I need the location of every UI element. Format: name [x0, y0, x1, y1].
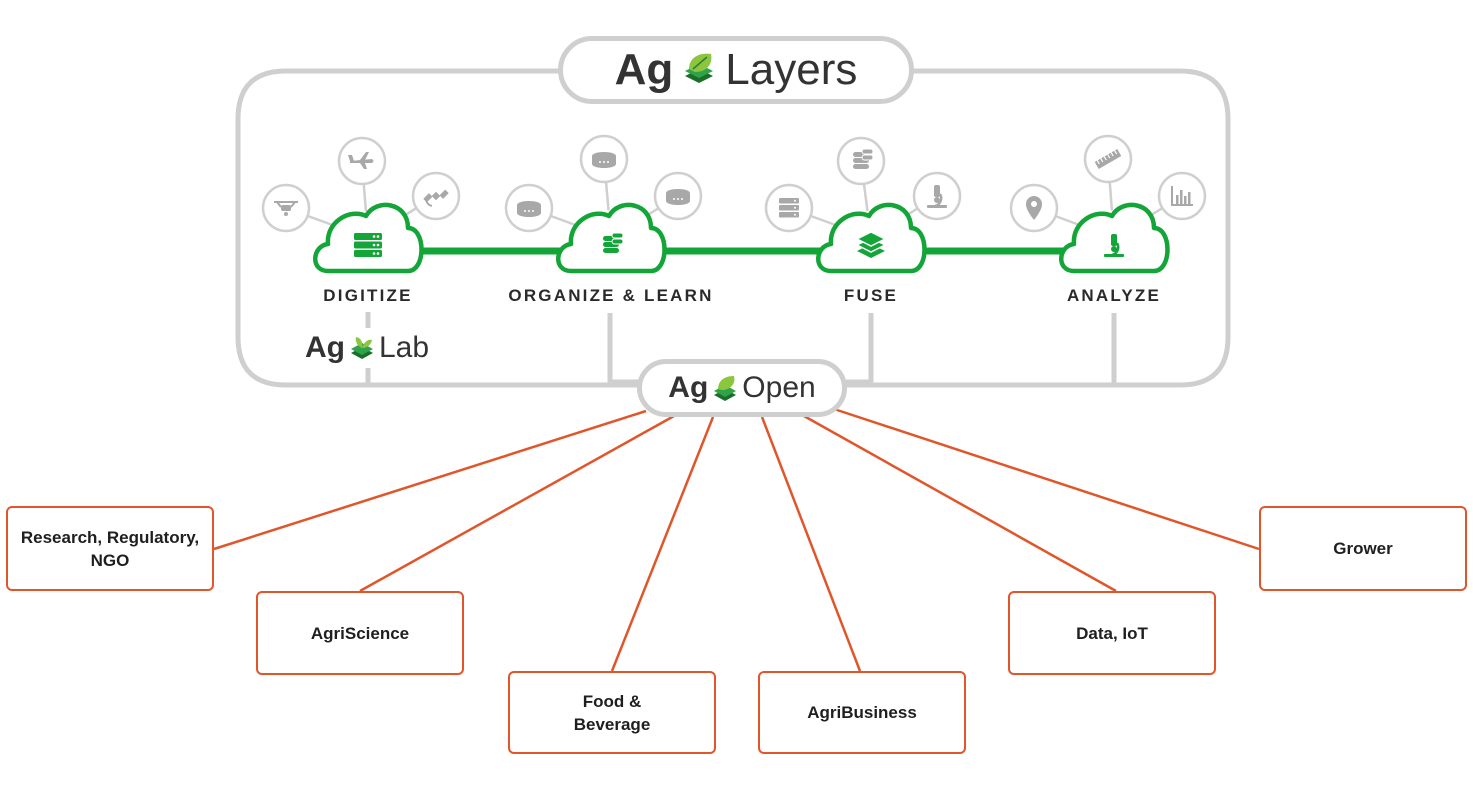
layers-icon — [855, 231, 887, 258]
airplane-icon — [337, 136, 387, 186]
microscope-icon — [1104, 234, 1124, 257]
audience-box-agriscience: AgriScience — [256, 591, 464, 675]
ag-open-name-text: Open — [742, 371, 816, 404]
fuse-stem — [846, 313, 874, 385]
ag-lab-name-text: Lab — [379, 331, 430, 364]
connector-food — [610, 416, 715, 672]
audience-box-food-beverage: Food & Beverage — [508, 671, 716, 754]
drone-icon — [261, 183, 311, 233]
satellite-icons — [261, 134, 1207, 233]
ag-lab-sprout-icon — [351, 337, 373, 359]
audience-label-data-iot: Data, IoT — [1076, 623, 1148, 643]
stage-cloud-1 — [313, 202, 424, 274]
stage-cloud-2 — [556, 202, 667, 274]
stage-label-analyze: ANALYZE — [1066, 286, 1162, 305]
ag-open-ag-text: Ag — [668, 371, 709, 404]
stage-cloud-3 — [816, 202, 927, 274]
server-rack-icon — [764, 183, 814, 233]
audience-label-agribusiness: AgriBusiness — [807, 703, 917, 722]
audience-box-agribusiness: AgriBusiness — [758, 671, 966, 754]
audience-box-research: Research, Regulatory, NGO — [6, 506, 214, 591]
audience-label-grower: Grower — [1333, 539, 1393, 558]
stage-clouds — [313, 202, 1170, 274]
audience-box-data-iot: Data, IoT — [1008, 591, 1216, 675]
microscope-icon — [912, 171, 962, 221]
stage-cloud-4 — [1059, 202, 1170, 274]
ruler-icon — [1083, 134, 1133, 184]
audience-box-grower: Grower — [1259, 506, 1467, 591]
ag-lab-ag-text: Ag — [305, 331, 345, 364]
bar-chart-icon — [1157, 171, 1207, 221]
stage-label-digitize: DIGITIZE — [323, 286, 413, 305]
storage-disk-icon — [504, 183, 554, 233]
storage-disk-icon — [653, 171, 703, 221]
database-icon — [836, 136, 886, 186]
organize-stem — [607, 313, 640, 385]
audience-connectors — [213, 407, 1260, 672]
ag-layers-leaf-icon — [685, 53, 714, 83]
storage-disk-icon — [579, 134, 629, 184]
ag-open-pill: Ag Open — [637, 359, 847, 417]
connector-research — [213, 409, 647, 551]
connector-agriscience — [359, 414, 675, 593]
connector-data — [803, 414, 1117, 593]
ag-lab-logo: Ag Lab — [305, 328, 429, 368]
ag-open-leaf-icon — [714, 376, 737, 401]
server-icon — [354, 233, 382, 257]
ag-layers-title-pill: Ag Layers — [558, 36, 914, 104]
ag-layers-ag-text: Ag — [614, 45, 674, 94]
audience-label-research: Research, Regulatory, NGO — [20, 527, 200, 570]
audience-label-agriscience: AgriScience — [310, 623, 410, 643]
stage-label-organize: ORGANIZE & LEARN — [508, 286, 714, 305]
connector-agribusiness — [760, 416, 862, 672]
database-icon — [603, 232, 624, 253]
ag-layers-name-text: Layers — [725, 45, 858, 94]
map-pin-icon — [1009, 183, 1059, 233]
connector-grower — [833, 407, 1260, 551]
audience-label-food-beverage: Food & Beverage — [573, 691, 651, 734]
stage-label-fuse: FUSE — [843, 286, 899, 305]
satellite-icon — [411, 171, 461, 221]
platform-frame — [235, 68, 1231, 388]
